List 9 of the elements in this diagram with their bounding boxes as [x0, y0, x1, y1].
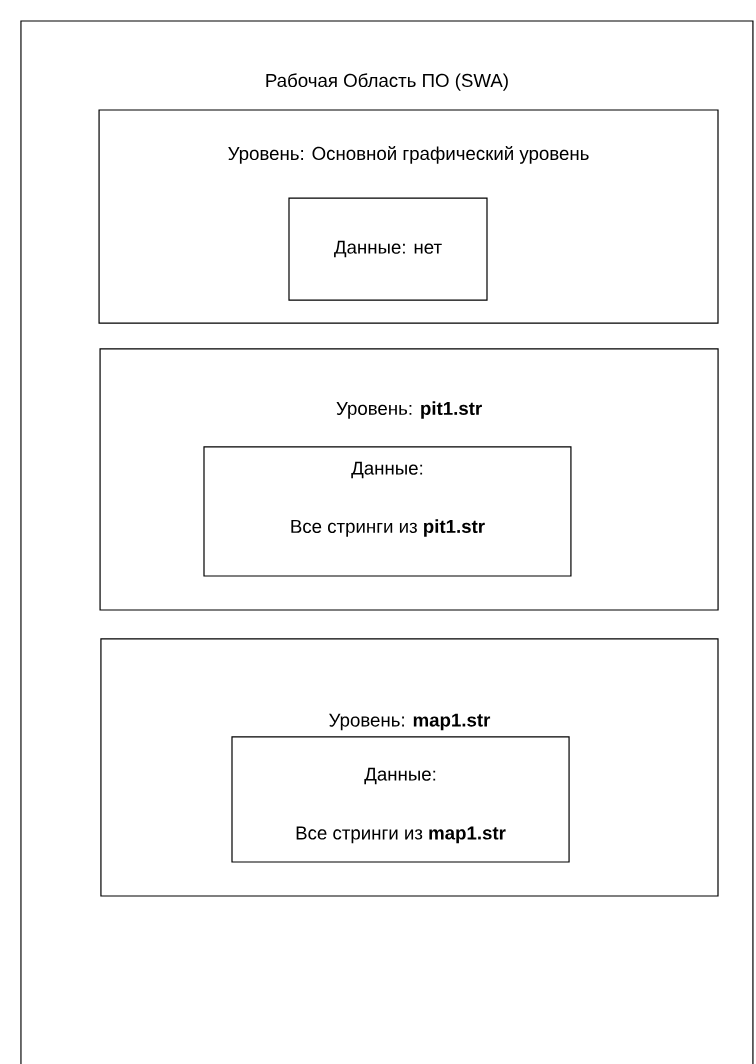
level-label: Уровень: pit1.str	[336, 401, 482, 419]
data-text: Все стринги из map1.str	[296, 826, 506, 844]
level-label: Уровень: Основной графический уровень	[228, 146, 589, 164]
title-text: Рабочая Область ПО (SWA)	[266, 73, 508, 91]
data-heading: Данные:	[364, 767, 436, 785]
data-text: Все стринги из pit1.str	[291, 519, 485, 537]
data-heading: Данные:	[351, 461, 423, 479]
level-label: Уровень: map1.str	[329, 713, 491, 731]
level-label: Данные: нет	[334, 240, 442, 258]
